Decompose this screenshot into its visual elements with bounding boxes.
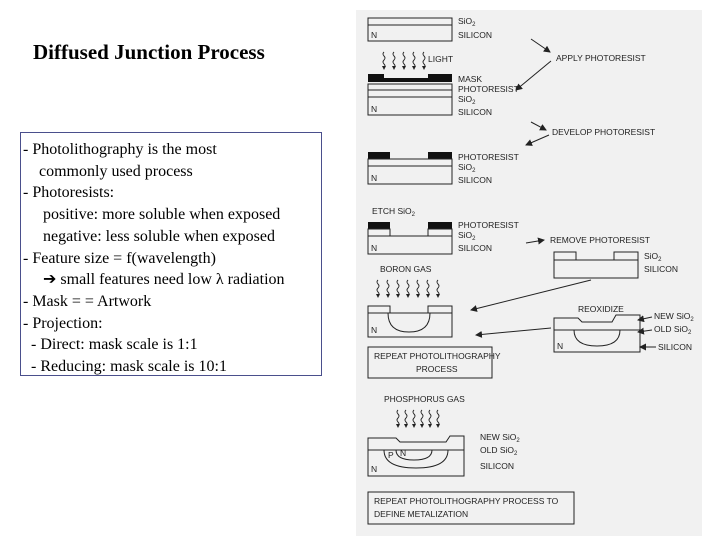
svg-text:DEFINE METALIZATION: DEFINE METALIZATION xyxy=(374,509,468,519)
svg-text:SILICON: SILICON xyxy=(644,264,678,274)
svg-text:N: N xyxy=(371,464,377,474)
step-reoxidize: REOXIDIZE xyxy=(578,304,624,314)
svg-text:SiO2: SiO2 xyxy=(458,94,476,106)
svg-text:SILICON: SILICON xyxy=(658,342,692,352)
bullet-item: - Photolithography is the most xyxy=(23,141,217,158)
page-title: Diffused Junction Process xyxy=(33,40,265,64)
step-phosphorus-gas: PHOSPHORUS GAS N P N NEW SiO2 OLD SiO2 S… xyxy=(367,394,520,477)
svg-text:SiO2: SiO2 xyxy=(458,162,476,174)
svg-text:N: N xyxy=(557,341,563,351)
svg-text:N: N xyxy=(371,325,377,335)
bullet-item: - Reducing: mask scale is 10:1 xyxy=(31,358,227,376)
svg-text:PHOTORESIST: PHOTORESIST xyxy=(458,152,519,162)
step-expose: LIGHT N MASK PHOTORESIST SiO2 SILICON xyxy=(367,51,519,117)
svg-text:PHOSPHORUS GAS: PHOSPHORUS GAS xyxy=(384,394,465,404)
step-remove-photoresist: REMOVE PHOTORESIST xyxy=(550,235,650,245)
svg-text:OLD SiO2: OLD SiO2 xyxy=(480,445,518,457)
svg-text:REPEAT PHOTOLITHOGRAPHY: REPEAT PHOTOLITHOGRAPHY xyxy=(374,351,501,361)
svg-text:SILICON: SILICON xyxy=(458,243,492,253)
svg-text:ETCH SiO2: ETCH SiO2 xyxy=(372,206,416,218)
bullet-item: - Photoresists: xyxy=(23,184,115,202)
bullet-list: - Photolithography is the most commonly … xyxy=(20,132,322,376)
svg-text:N: N xyxy=(371,243,377,253)
step-etch: ETCH SiO2 N PHOTORESIST SiO2 SILICON xyxy=(367,206,519,255)
step-developed: N PHOTORESIST SiO2 SILICON xyxy=(367,152,519,185)
svg-text:OLD SiO2: OLD SiO2 xyxy=(654,324,692,336)
step-define-metalization: REPEAT PHOTOLITHOGRAPHY PROCESS TO DEFIN… xyxy=(367,491,575,525)
step-apply-photoresist: APPLY PHOTORESIST xyxy=(556,53,646,63)
step-oxide-wafer: N SiO2 SILICON xyxy=(367,16,492,42)
bullet-item: positive: more soluble when exposed xyxy=(43,206,281,224)
svg-text:SiO2: SiO2 xyxy=(644,251,662,263)
bullet-item: commonly used process xyxy=(39,162,193,180)
arrow-right-icon: ➔ xyxy=(43,271,57,289)
svg-text:SILICON: SILICON xyxy=(458,107,492,117)
svg-text:PHOTORESIST: PHOTORESIST xyxy=(458,84,519,94)
bullet-item: - Projection: xyxy=(23,314,103,332)
bullet-item: ➔ small features need low λ radiation xyxy=(43,271,285,289)
svg-text:N: N xyxy=(371,104,377,114)
svg-text:P: P xyxy=(388,450,394,460)
svg-text:NEW SiO2: NEW SiO2 xyxy=(654,311,694,323)
svg-text:PROCESS: PROCESS xyxy=(416,364,458,374)
svg-text:SiO2: SiO2 xyxy=(458,230,476,242)
process-diagram: N SiO2 SILICON APPLY PHOTORESIST LIGHT N… xyxy=(356,10,702,536)
svg-text:LIGHT: LIGHT xyxy=(428,54,453,64)
svg-text:SiO2: SiO2 xyxy=(458,16,476,28)
svg-text:BORON GAS: BORON GAS xyxy=(380,264,432,274)
step-removed: SiO2 SILICON xyxy=(553,251,678,279)
bullet-item: negative: less soluble when exposed xyxy=(43,227,275,245)
svg-text:NEW SiO2: NEW SiO2 xyxy=(480,432,520,444)
bullet-item: - Feature size = f(wavelength) xyxy=(23,249,216,267)
svg-text:N: N xyxy=(371,30,377,40)
bullet-item: - Mask = = Artwork xyxy=(23,292,152,310)
svg-text:REPEAT PHOTOLITHOGRAPHY PROCES: REPEAT PHOTOLITHOGRAPHY PROCESS TO xyxy=(374,496,559,506)
svg-text:SILICON: SILICON xyxy=(458,175,492,185)
svg-text:N: N xyxy=(371,173,377,183)
svg-text:N: N xyxy=(400,448,406,458)
bullet-item: - Direct: mask scale is 1:1 xyxy=(31,336,198,354)
svg-text:PHOTORESIST: PHOTORESIST xyxy=(458,220,519,230)
step-repeat-photolithography: REPEAT PHOTOLITHOGRAPHY PROCESS xyxy=(367,346,501,379)
step-boron-gas: BORON GAS N xyxy=(367,264,453,338)
step-develop-photoresist: DEVELOP PHOTORESIST xyxy=(552,127,655,137)
svg-text:MASK: MASK xyxy=(458,74,482,84)
svg-text:SILICON: SILICON xyxy=(480,461,514,471)
step-reoxidized: N NEW SiO2 OLD SiO2 SILICON xyxy=(553,311,694,353)
svg-text:SILICON: SILICON xyxy=(458,30,492,40)
